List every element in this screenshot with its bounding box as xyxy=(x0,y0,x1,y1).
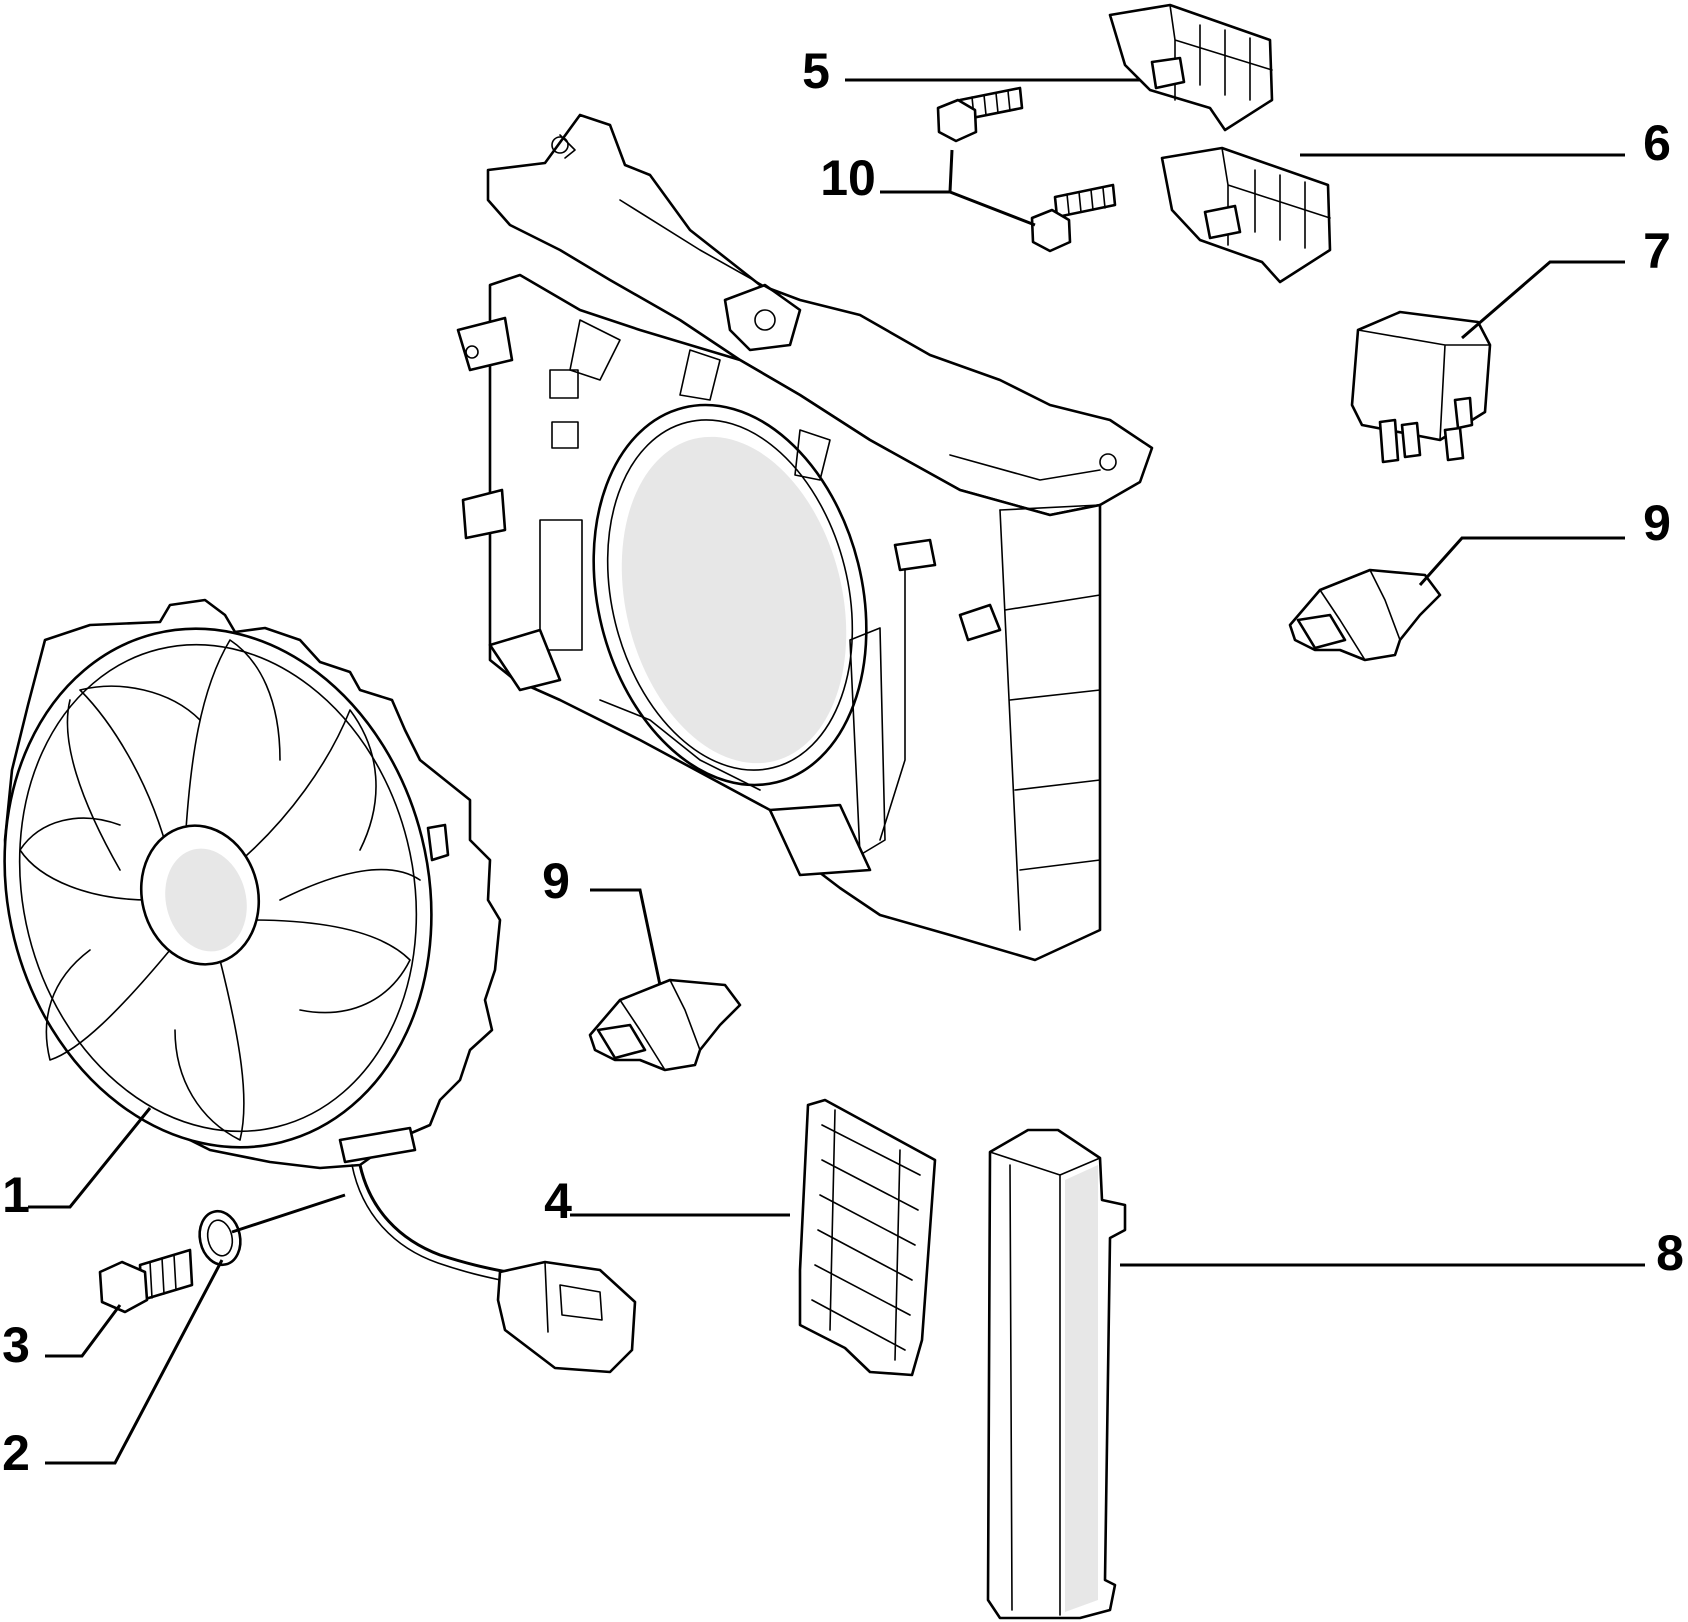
callout-2: 2 xyxy=(2,1425,30,1481)
air-duct-icon xyxy=(986,1128,1127,1620)
bolt-icon xyxy=(936,86,1117,253)
fan-resistor-module-icon xyxy=(1108,3,1274,132)
callout-7: 7 xyxy=(1643,223,1671,279)
callout-6: 6 xyxy=(1643,115,1671,171)
louvre-grille-icon xyxy=(798,1098,937,1377)
relay-icon xyxy=(1350,310,1492,464)
fan-resistor-module-icon xyxy=(1160,146,1332,284)
callout-1: 1 xyxy=(2,1167,30,1223)
callout-8: 8 xyxy=(1656,1225,1684,1281)
o-ring-seal-icon xyxy=(198,1209,242,1267)
callout-9-lower: 9 xyxy=(542,853,570,909)
radiator-support-frame-icon xyxy=(456,113,1154,962)
clip-icon xyxy=(1288,568,1442,662)
callout-4: 4 xyxy=(544,1173,572,1229)
clip-icon xyxy=(588,978,742,1072)
bolt-icon xyxy=(98,1248,194,1314)
callout-10: 10 xyxy=(820,150,876,206)
callout-9-upper: 9 xyxy=(1643,495,1671,551)
leader-lines xyxy=(28,78,1645,1465)
cooling-fan-assembly-icon xyxy=(3,598,637,1374)
callout-labels: 5 10 6 7 9 9 1 4 8 3 2 xyxy=(2,43,1684,1481)
callout-5: 5 xyxy=(802,43,830,99)
callout-3: 3 xyxy=(2,1317,30,1373)
